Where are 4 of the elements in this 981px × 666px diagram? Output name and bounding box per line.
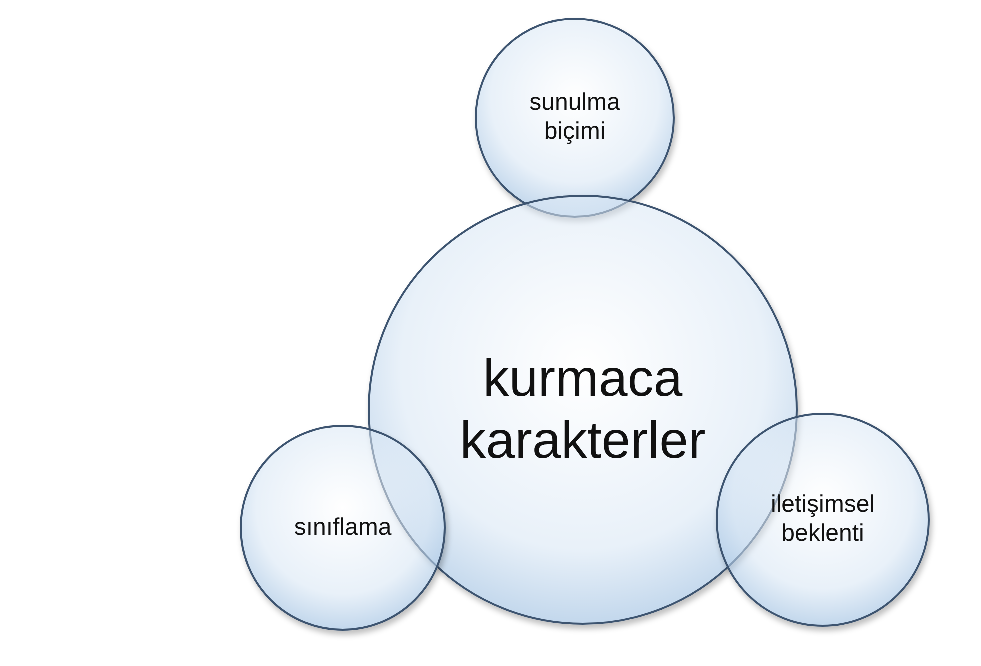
bubble-label: sınıflama (294, 514, 392, 542)
bubble-label: iletişimsel beklenti (770, 491, 876, 549)
bubble-label: sunulma biçimi (528, 89, 622, 147)
bubble-label: kurmaca karakterler (459, 348, 707, 472)
